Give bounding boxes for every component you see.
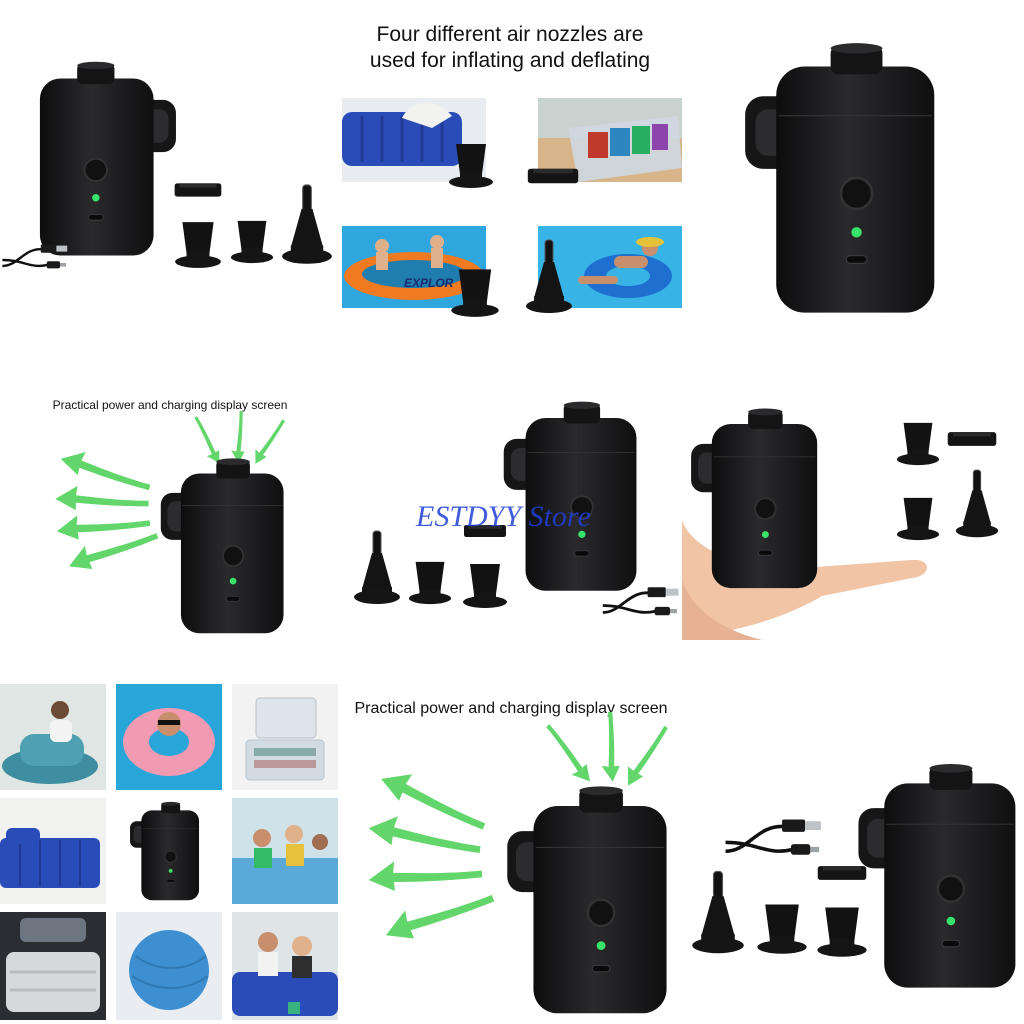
- ring-nozzle-image: [526, 164, 580, 188]
- cup-nozzle-image: [894, 414, 942, 472]
- cone-nozzle-image: [280, 182, 334, 270]
- cone-nozzle-image: [524, 236, 574, 320]
- nozzles-title-line1: Four different air nozzles are: [376, 23, 644, 46]
- vacuum-bag-scene-photo: [538, 98, 682, 182]
- airflow-arrow-icon: [535, 720, 600, 790]
- ring-nozzle-image: [172, 180, 224, 200]
- pump-product-image: [736, 38, 946, 323]
- cup-nozzle-image: [460, 558, 510, 612]
- display-caption-large: Practical power and charging display scr…: [354, 700, 668, 717]
- pump-product-image: [684, 405, 826, 595]
- cup-nozzle-image: [172, 218, 224, 270]
- store-watermark: ESTDYY Store: [416, 500, 591, 533]
- pump-product-image: [488, 782, 688, 1022]
- vacuum-bag-stack-scene-photo: [232, 684, 338, 790]
- cup-nozzle-image: [754, 894, 810, 962]
- cup-nozzle-image: [228, 212, 276, 270]
- pump-product-image: [120, 800, 210, 904]
- friends-pool-scene-photo: [232, 798, 338, 904]
- nozzles-title: Four different air nozzles are used for …: [340, 22, 680, 74]
- cone-nozzle-image: [954, 462, 1000, 548]
- usb-cable-image: [0, 232, 72, 282]
- boat-brand-label: EXPLOR: [404, 276, 454, 290]
- cup-nozzle-image: [894, 490, 942, 546]
- exercise-ball-scene-photo: [116, 912, 222, 1020]
- ring-nozzle-image: [946, 428, 998, 450]
- inflatable-sofa-scene-photo: [0, 684, 106, 790]
- cone-nozzle-image: [352, 524, 402, 614]
- pump-product-image: [852, 738, 1024, 1018]
- couple-air-sofa-scene-photo: [232, 912, 338, 1020]
- boat-scene-photo: EXPLOR: [342, 226, 486, 308]
- air-bed-scene-photo: [0, 798, 106, 904]
- donut-float-scene-photo: [116, 684, 222, 790]
- cup-nozzle-image: [446, 134, 496, 196]
- usb-cable-image: [600, 580, 684, 624]
- pump-product-image: [150, 455, 296, 640]
- nozzles-title-line2: used for inflating and deflating: [369, 49, 651, 72]
- car-bed-scene-photo: [0, 912, 106, 1020]
- mattress-scene-photo: [342, 98, 486, 182]
- pump-product-image: [498, 398, 644, 598]
- airflow-arrow-icon: [616, 718, 674, 792]
- cup-nozzle-image: [406, 552, 454, 612]
- usb-cable-image: [722, 808, 828, 868]
- cup-nozzle-image: [448, 264, 502, 320]
- cone-nozzle-image: [690, 864, 746, 964]
- display-caption-small: Practical power and charging display scr…: [52, 398, 288, 412]
